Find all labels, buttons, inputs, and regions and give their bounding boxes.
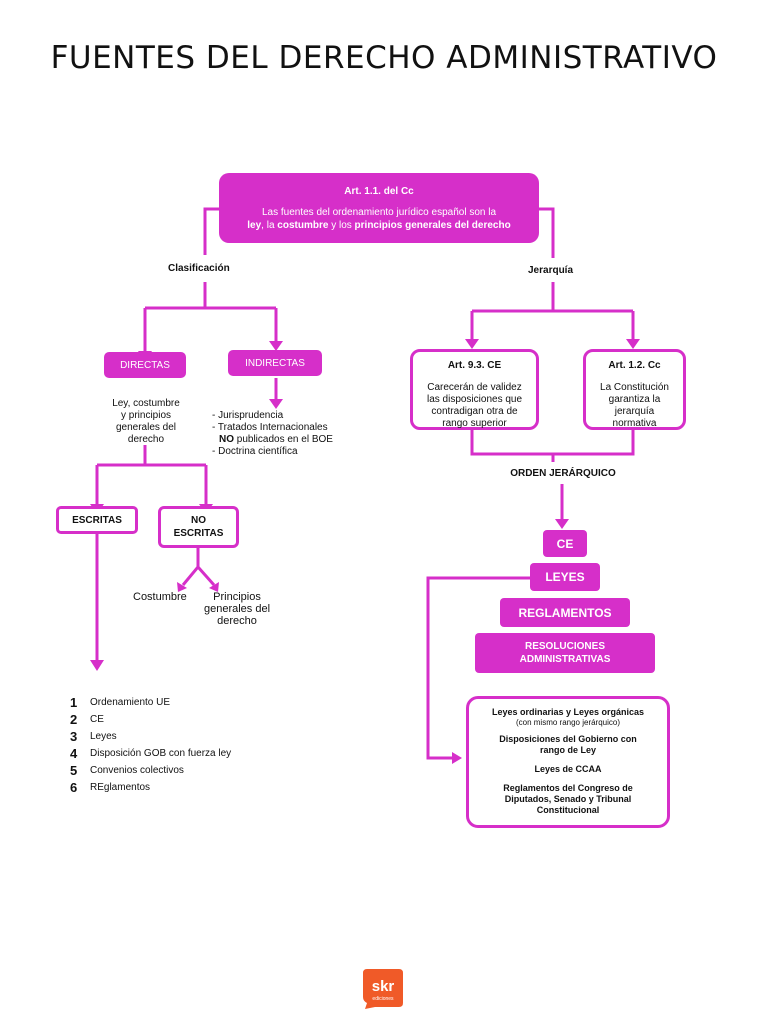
list-item: 2 CE <box>70 711 231 728</box>
art-9-3-line: las disposiciones que <box>426 394 523 405</box>
costumbre-label: Costumbre <box>133 591 187 603</box>
list-number: 2 <box>70 712 78 727</box>
directas-desc-line: Ley, costumbre <box>112 398 180 409</box>
list-text: Disposición GOB con fuerza ley <box>90 748 232 759</box>
art-9-3-box: Art. 9.3. CE Carecerán de validez las di… <box>410 349 539 430</box>
definition-line1: Las fuentes del ordenamiento jurídico es… <box>261 206 497 218</box>
indirectas-list: - Jurisprudencia - Tratados Internaciona… <box>212 410 362 458</box>
indirectas-boe: publicados en el BOE <box>234 434 333 445</box>
indirectas-no: NO <box>219 434 234 445</box>
orden-jerarquico-label: ORDEN JERÁRQUICO <box>510 468 616 479</box>
principios-line: derecho <box>217 615 257 627</box>
leyes-detail-note: (con mismo rango jerárquico) <box>515 718 621 727</box>
definition-heading: Art. 1.1. del Cc <box>344 185 414 197</box>
indirectas-box: INDIRECTAS <box>228 350 322 376</box>
list-number: 3 <box>70 729 78 744</box>
leyes-detail-box: Leyes ordinarias y Leyes orgánicas (con … <box>466 696 670 828</box>
no-escritas-box: NO ESCRITAS <box>158 506 239 548</box>
art-1-2-line: normativa <box>612 418 657 429</box>
definition-box: Art. 1.1. del Cc Las fuentes del ordenam… <box>219 173 539 243</box>
pyramid-reglamentos-label: REGLAMENTOS <box>518 605 612 620</box>
skr-logo: skr ediciones <box>359 967 407 1011</box>
sep1: , la <box>261 219 278 231</box>
list-number: 5 <box>70 763 78 778</box>
art-1-2-line: garantiza la <box>608 394 661 405</box>
principios-line: generales del <box>203 603 271 615</box>
pyramid-reglamentos: REGLAMENTOS <box>500 598 630 627</box>
pyramid-ce-label: CE <box>556 536 574 551</box>
art-1-2-line: jerarquía <box>614 406 655 417</box>
pyramid-leyes: LEYES <box>530 563 600 591</box>
art-1-2-line: La Constitución <box>600 382 669 393</box>
pyramid-resoluciones: RESOLUCIONES ADMINISTRATIVAS <box>475 633 655 673</box>
list-number: 6 <box>70 780 78 795</box>
leyes-detail-line: Reglamentos del Congreso de <box>503 783 633 793</box>
pyramid-resoluciones-line: RESOLUCIONES <box>524 641 605 652</box>
leyes-detail-line: Leyes de CCAA <box>534 764 602 774</box>
word-principios: principios generales del derecho <box>354 219 511 231</box>
leyes-detail-line: Leyes ordinarias y Leyes orgánicas <box>491 707 645 717</box>
list-item: 3 Leyes <box>70 728 231 745</box>
pyramid-ce: CE <box>543 530 587 557</box>
directas-box: DIRECTAS <box>104 352 186 378</box>
art-9-3-title: Art. 9.3. CE <box>447 360 502 371</box>
list-text: Convenios colectivos <box>90 765 184 776</box>
list-item: 6 REglamentos <box>70 779 231 796</box>
list-number: 4 <box>70 746 78 761</box>
leyes-detail-line: Disposiciones del Gobierno con <box>499 734 637 744</box>
indirectas-label: INDIRECTAS <box>245 357 305 369</box>
art-9-3-line: contradigan otra de <box>431 406 518 417</box>
art-1-2-title: Art. 1.2. Cc <box>608 360 661 371</box>
list-item: 5 Convenios colectivos <box>70 762 231 779</box>
jerarquia-label: Jerarquía <box>528 265 574 276</box>
list-text: CE <box>90 714 104 725</box>
no-escritas-line: NO <box>191 515 206 526</box>
directas-desc-line: y principios <box>120 410 172 421</box>
directas-desc-line: generales del <box>115 422 177 433</box>
no-escritas-line: ESCRITAS <box>173 528 224 539</box>
escritas-label: ESCRITAS <box>72 514 122 526</box>
principios-line: Principios <box>213 591 261 603</box>
list-number: 1 <box>70 695 78 710</box>
directas-label: DIRECTAS <box>120 359 170 371</box>
list-text: Ordenamiento UE <box>90 697 171 708</box>
directas-desc-line: derecho <box>127 434 165 445</box>
indirectas-item: - Tratados Internacionales <box>212 422 328 433</box>
word-ley: ley <box>247 219 262 231</box>
logo-text: skr <box>372 978 395 995</box>
pyramid-leyes-label: LEYES <box>545 570 585 584</box>
list-item: 4 Disposición GOB con fuerza ley <box>70 745 231 762</box>
leyes-detail-line: Diputados, Senado y Tribunal <box>504 794 632 804</box>
definition-line2: ley, la costumbre y los principios gener… <box>247 219 510 232</box>
list-item: 1 Ordenamiento UE <box>70 694 231 711</box>
word-costumbre: costumbre <box>277 219 329 231</box>
sep2: y los <box>328 219 355 231</box>
principios-label: Principios generales del derecho <box>196 591 278 627</box>
logo-subtext: ediciones <box>372 996 394 1002</box>
indirectas-item: - Doctrina científica <box>212 446 298 457</box>
leyes-detail-line: rango de Ley <box>539 745 596 755</box>
escritas-box: ESCRITAS <box>56 506 138 534</box>
list-text: REglamentos <box>90 782 151 793</box>
leyes-detail-line: Constitucional <box>536 805 600 815</box>
list-text: Leyes <box>90 731 117 742</box>
numbered-list: 1 Ordenamiento UE 2 CE 3 Leyes 4 Disposición… <box>70 694 231 796</box>
indirectas-item: NO publicados en el BOE <box>212 434 362 446</box>
indirectas-item: - Jurisprudencia <box>212 410 284 421</box>
pyramid-resoluciones-line: ADMINISTRATIVAS <box>519 654 611 665</box>
page-title: FUENTES DEL DERECHO ADMINISTRATIVO <box>50 40 718 76</box>
art-9-3-line: Carecerán de validez <box>427 382 522 393</box>
directas-description: Ley, costumbre y principios generales de… <box>95 398 197 446</box>
art-1-2-box: Art. 1.2. Cc La Constitución garantiza l… <box>583 349 686 430</box>
art-9-3-line: rango superior <box>442 418 507 429</box>
clasificacion-label: Clasificación <box>168 263 230 274</box>
